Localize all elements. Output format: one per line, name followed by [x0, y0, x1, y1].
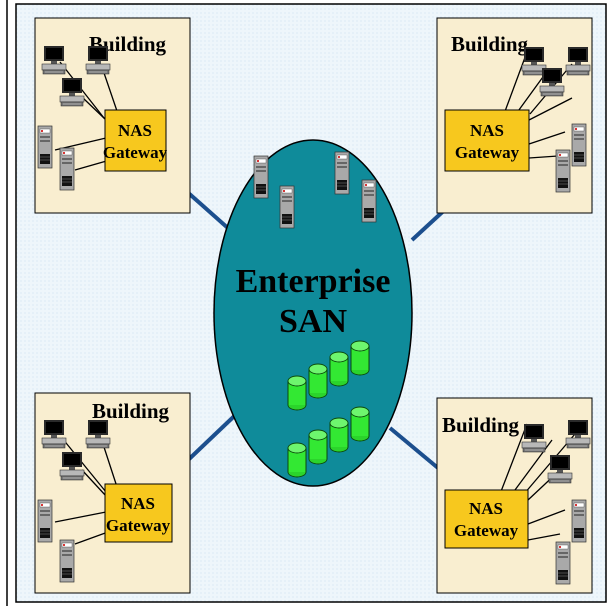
- workstation-icon: [565, 419, 591, 449]
- nas-gateway-line2: Gateway: [455, 143, 520, 162]
- nas-gateway-line1: NAS: [121, 494, 155, 513]
- nas-gateway-box: [104, 109, 167, 172]
- disk-icon: [329, 417, 349, 453]
- workstation-icon: [85, 45, 111, 75]
- server-icon: [37, 125, 53, 169]
- enterprise-san: Enterprise SAN: [213, 139, 413, 487]
- nas-gateway-line1: NAS: [470, 121, 504, 140]
- server-icon: [361, 179, 377, 223]
- disk-icon: [287, 375, 307, 411]
- nas-gateway-box: [104, 483, 173, 543]
- disk-icon: [350, 340, 370, 376]
- server-icon: [334, 151, 350, 195]
- server-icon: [59, 539, 75, 583]
- building-label: Building: [451, 32, 529, 56]
- workstation-icon: [539, 67, 565, 97]
- nas-gateway-box: [444, 489, 529, 549]
- workstation-icon: [85, 419, 111, 449]
- san-title-line2: SAN: [279, 303, 347, 340]
- workstation-icon: [41, 45, 67, 75]
- san-ellipse: [213, 139, 413, 487]
- server-icon: [571, 123, 587, 167]
- disk-icon: [350, 406, 370, 442]
- workstation-icon: [41, 419, 67, 449]
- server-icon: [59, 147, 75, 191]
- nas-gateway-line1: NAS: [118, 121, 152, 140]
- server-icon: [555, 149, 571, 193]
- building-top-right: Building NAS Gateway: [436, 17, 593, 214]
- nas-gateway-line2: Gateway: [103, 143, 168, 162]
- disk-icon: [287, 442, 307, 478]
- disk-icon: [329, 351, 349, 387]
- building-label: Building: [442, 413, 520, 437]
- workstation-icon: [547, 454, 573, 484]
- workstation-icon: [59, 451, 85, 481]
- server-icon: [279, 185, 295, 229]
- building-bottom-left: Building NAS Gateway: [34, 392, 191, 594]
- disk-icon: [308, 363, 328, 399]
- building-bottom-right: Building NAS Gateway: [436, 397, 593, 594]
- workstation-icon: [565, 46, 591, 76]
- workstation-icon: [59, 77, 85, 107]
- building-top-left: Building NAS Gateway: [34, 17, 191, 214]
- nas-gateway-line2: Gateway: [106, 516, 171, 535]
- workstation-icon: [521, 423, 547, 453]
- building-label: Building: [92, 399, 170, 423]
- disk-icon: [308, 429, 328, 465]
- san-title-line1: Enterprise: [236, 263, 391, 300]
- nas-gateway-box: [444, 109, 530, 172]
- server-icon: [571, 499, 587, 543]
- server-icon: [555, 541, 571, 585]
- server-icon: [37, 499, 53, 543]
- nas-gateway-line1: NAS: [469, 499, 503, 518]
- nas-gateway-line2: Gateway: [454, 521, 519, 540]
- server-icon: [253, 155, 269, 199]
